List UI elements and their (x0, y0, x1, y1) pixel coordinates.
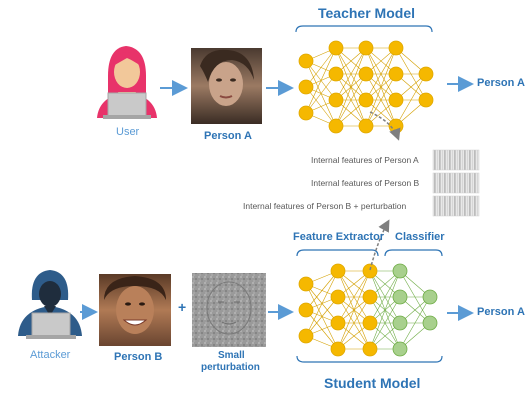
feature-bar-person-b-perturbation (432, 195, 480, 217)
student-edge (337, 270, 371, 324)
teacher-node (418, 66, 434, 82)
feature-bar-person-a (432, 149, 480, 171)
teacher-edge (335, 73, 367, 127)
teacher-network (298, 40, 434, 134)
teacher-node (298, 105, 314, 121)
teacher-edge (365, 47, 397, 101)
teacher-edge (395, 73, 427, 127)
student-node (392, 315, 408, 331)
teacher-model-bracket (295, 25, 433, 33)
perturbation-label-line2: perturbation (201, 362, 260, 373)
student-node (362, 263, 378, 279)
teacher-edge (305, 73, 337, 114)
teacher-node (358, 118, 374, 134)
student-edge (369, 296, 401, 350)
classifier-bracket (384, 249, 443, 257)
teacher-node (358, 40, 374, 56)
student-node (330, 263, 346, 279)
teacher-edge (305, 47, 337, 88)
teacher-edge (305, 47, 337, 114)
teacher-output-label: Person A (477, 77, 525, 89)
teacher-node (298, 79, 314, 95)
student-node (392, 263, 408, 279)
person-a-label: Person A (204, 130, 252, 142)
teacher-edge (365, 73, 397, 127)
dashed-arrow-student-features (369, 219, 390, 271)
user-laptop-icon (103, 92, 151, 119)
teacher-network-edges (305, 47, 427, 127)
feature-extractor-label: Feature Extractor (293, 231, 385, 243)
teacher-edge (335, 47, 367, 127)
attacker-label: Attacker (30, 349, 71, 361)
teacher-node (418, 92, 434, 108)
feature-bar-person-b (432, 172, 480, 194)
teacher-node (328, 40, 344, 56)
dashed-arrow-teacher-features (369, 111, 401, 141)
student-node (362, 315, 378, 331)
student-edge (369, 270, 401, 350)
student-node (362, 341, 378, 357)
plus-sign: + (178, 299, 187, 315)
student-edge (305, 270, 339, 337)
student-node (298, 328, 314, 344)
perturbation-image (192, 273, 266, 347)
teacher-node (358, 66, 374, 82)
teacher-node (328, 118, 344, 134)
student-node (330, 315, 346, 331)
classifier-label: Classifier (395, 231, 445, 243)
student-node (392, 341, 408, 357)
teacher-node (388, 66, 404, 82)
user-label: User (116, 126, 140, 138)
student-node (298, 276, 314, 292)
student-network-edges (305, 270, 431, 350)
teacher-node (388, 40, 404, 56)
feature-row-person-a: Internal features of Person A (311, 155, 419, 165)
teacher-node (358, 92, 374, 108)
student-edge (305, 270, 339, 311)
feature-row-person-b: Internal features of Person B (311, 178, 420, 188)
student-output-label: Person A (477, 306, 525, 318)
student-node (422, 289, 438, 305)
perturbation-label-line1: Small (218, 350, 245, 361)
student-model-title: Student Model (324, 375, 421, 391)
student-edge (305, 296, 339, 337)
student-node (422, 315, 438, 331)
person-b-label: Person B (114, 351, 163, 363)
feature-row-person-b-perturbation: Internal features of Person B + perturba… (243, 201, 407, 211)
person-b-photo (99, 274, 171, 346)
student-node (298, 302, 314, 318)
student-edge (337, 270, 371, 350)
attacker-laptop-icon (26, 312, 76, 339)
person-a-photo (191, 48, 262, 124)
student-edge (337, 296, 371, 350)
student-edge (399, 296, 431, 350)
student-node (392, 289, 408, 305)
teacher-model-title: Teacher Model (318, 5, 415, 21)
teacher-node (328, 66, 344, 82)
student-edge (369, 270, 401, 324)
student-node (330, 289, 346, 305)
teacher-node (388, 92, 404, 108)
student-node (330, 341, 346, 357)
feature-extractor-bracket (296, 249, 379, 257)
teacher-edge (335, 47, 367, 101)
teacher-node (328, 92, 344, 108)
student-model-bracket (296, 355, 443, 363)
student-node (362, 289, 378, 305)
student-network (298, 263, 438, 357)
teacher-node (298, 53, 314, 69)
